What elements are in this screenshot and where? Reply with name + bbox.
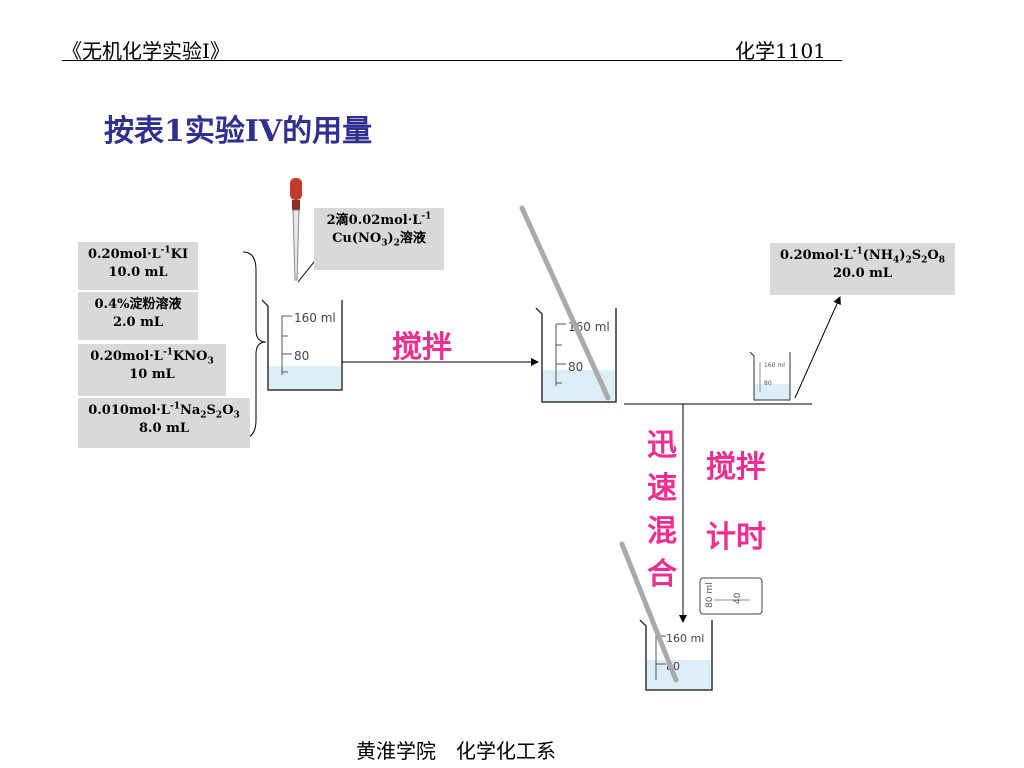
footer-institution: 黄淮学院 化学化工系 xyxy=(356,739,556,763)
stirring-rod-2 xyxy=(619,541,679,683)
beaker-3-mark-top: 160 ml xyxy=(666,632,704,645)
header-rule xyxy=(62,60,842,61)
slide-title: 按表1实验IV的用量 xyxy=(104,114,373,149)
small-beaker-mark-mid: 80 xyxy=(764,380,772,387)
stir-annotation-2: 搅拌 xyxy=(706,450,766,485)
small-beaker-icon: 160 ml 80 xyxy=(749,351,791,401)
dropper-label: 2滴0.02mol·L-1 Cu(NO3)2溶液 xyxy=(314,208,444,270)
beaker-2-mark-mid: 80 xyxy=(568,360,583,374)
stirring-rod-1 xyxy=(519,205,611,401)
graduated-cylinder-icon: 80 ml 40 xyxy=(699,577,763,615)
beaker-1-mark-mid: 80 xyxy=(294,349,309,363)
header-class: 化学1101 xyxy=(735,39,826,63)
cylinder-mark-80: 80 ml xyxy=(705,582,715,608)
small-beaker-mark-top: 160 ml xyxy=(764,362,785,369)
reagent-label-kno3: 0.20mol·L-1KNO3 10 mL xyxy=(78,344,226,396)
beaker-2-icon: 160 ml 80 xyxy=(519,205,617,403)
reagent-brace xyxy=(242,251,267,439)
fast-mix-annotation: 迅 速 混 合 xyxy=(647,428,677,592)
persulfate-label-arrow xyxy=(794,296,841,399)
beaker-1-icon: 160 ml 80 xyxy=(261,299,343,391)
reagent-label-starch: 0.4%淀粉溶液 2.0 mL xyxy=(78,292,198,340)
header-course-title: 《无机化学实验Ⅰ》 xyxy=(62,39,230,63)
beaker-1-mark-top: 160 ml xyxy=(294,311,336,325)
reagent-label-ki: 0.20mol·L-1KI 10.0 mL xyxy=(78,242,198,290)
beaker-3-icon: 160 ml 80 xyxy=(619,541,713,691)
dropper-icon xyxy=(290,178,302,281)
reagent-label-thiosulfate: 0.010mol·L-1Na2S2O3 8.0 mL xyxy=(78,398,250,448)
persulfate-label: 0.20mol·L-1(NH4)2S2O8 20.0 mL xyxy=(770,243,955,295)
cylinder-mark-40: 40 xyxy=(733,592,743,604)
timing-annotation: 计时 xyxy=(706,520,766,555)
stir-annotation-1: 搅拌 xyxy=(392,330,452,365)
